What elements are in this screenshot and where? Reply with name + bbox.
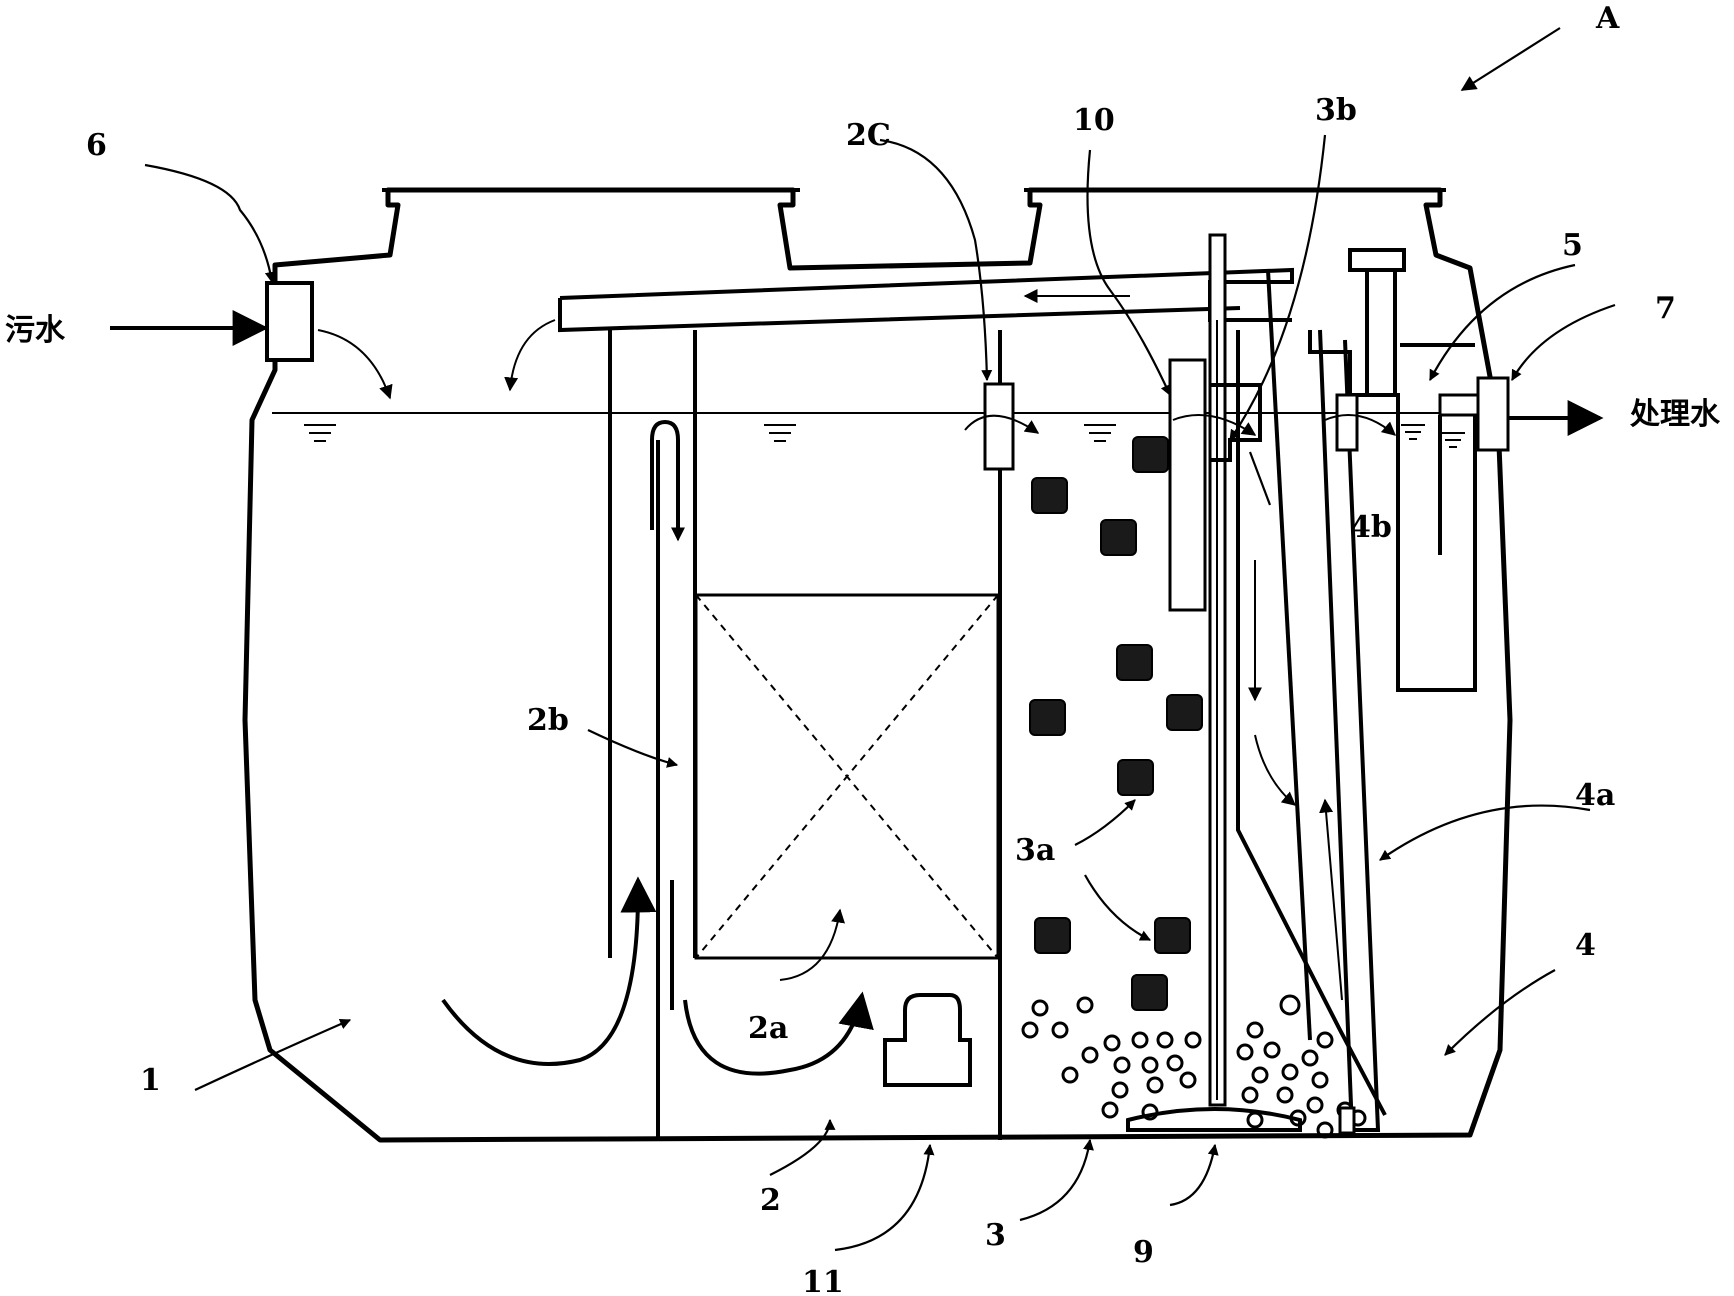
label-4b: 4b [1350,510,1392,545]
label-7: 7 [1655,291,1676,326]
water-level-symbols [304,424,1465,448]
label-A: A [1595,1,1620,36]
label-inlet: 污水 [5,313,66,348]
flow-arrows [441,876,874,1076]
label-1: 1 [140,1063,161,1098]
aeration-pipe [1126,233,1302,1132]
labels: A 6 2C 10 3b 5 7 污水 处理水 4b 2b 4a 3a 4 2a… [5,1,1721,1296]
label-9: 9 [1133,1235,1154,1270]
transfer-pipe-2c [983,382,1015,471]
label-5: 5 [1562,228,1583,263]
label-3a: 3a [1015,833,1055,868]
floating-media-3a [1029,436,1203,1011]
label-outlet: 处理水 [1629,397,1721,432]
inlet-pipe [265,281,314,362]
label-3b: 3b [1315,93,1357,128]
label-2b: 2b [527,703,569,738]
label-10: 10 [1073,103,1115,138]
label-2a: 2a [748,1011,788,1046]
label-2c: 2C [846,118,891,153]
label-3: 3 [985,1218,1006,1253]
outlet-pipe [1476,376,1510,452]
label-11: 11 [802,1265,844,1296]
weir-3b [1168,358,1262,612]
blower [883,993,972,1087]
label-6: 6 [86,128,107,163]
label-4a: 4a [1575,778,1615,813]
sloped-partition [1236,269,1387,1135]
bubbles [1021,994,1367,1139]
baffles [608,330,1002,1140]
outlet-structure [1308,248,1604,692]
leader-lines [144,27,1616,1252]
label-4: 4 [1575,928,1596,963]
label-2: 2 [760,1183,781,1218]
filter-media-box [694,593,1000,960]
